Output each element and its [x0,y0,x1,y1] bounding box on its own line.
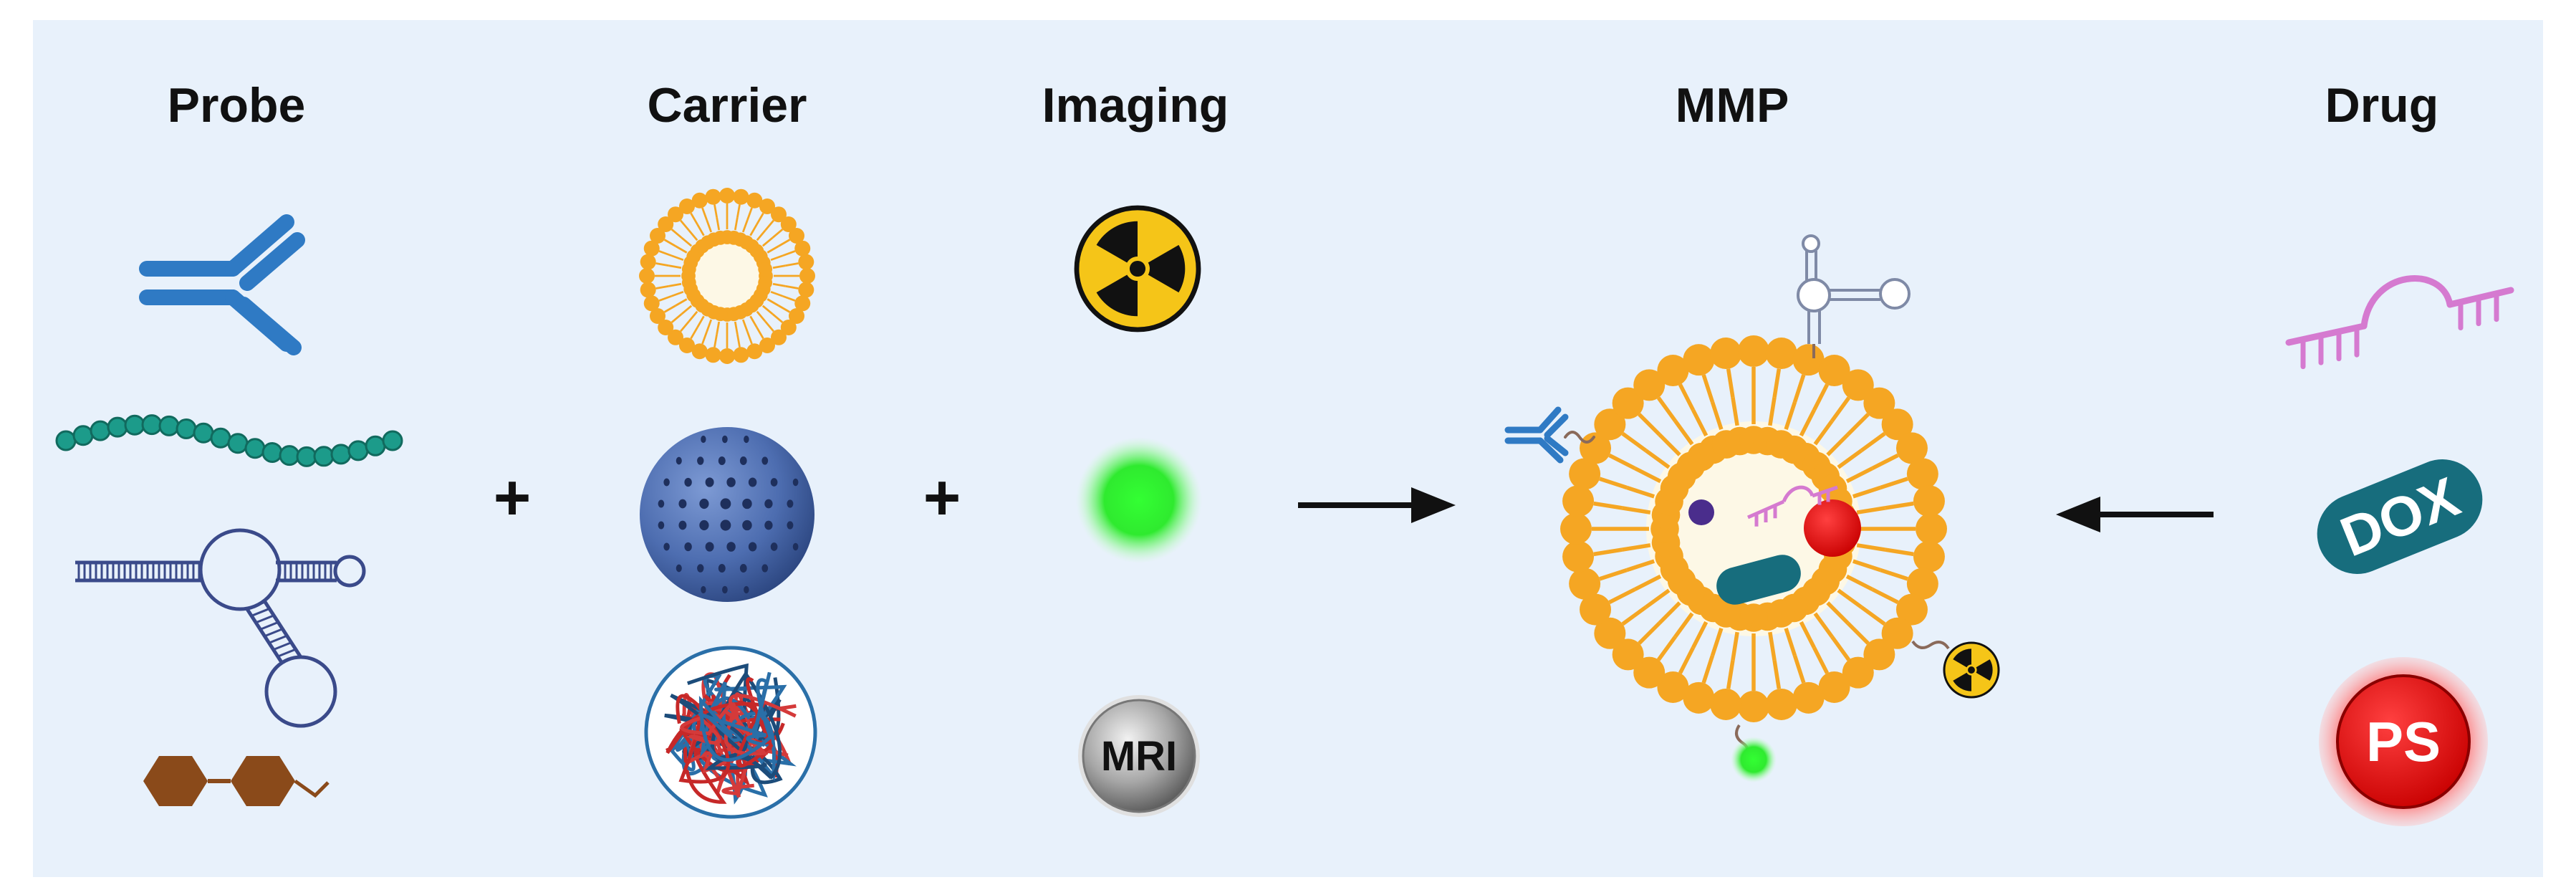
arrow-left [2056,497,2214,532]
porous-nanoparticle-icon [640,427,814,602]
liposome-icon [639,188,815,364]
mmp-dox-cargo [1716,555,1801,605]
header-imaging: Imaging [1042,78,1229,133]
mmp-small-molecule [1688,499,1714,525]
nucleic-acid-drug-icon [2285,275,2514,370]
photosensitizer-icon: PS [2319,657,2488,826]
plus-operator-1: + [494,462,532,534]
dox-capsule-icon: DOX [2317,459,2483,574]
figure-panel [33,20,2543,877]
header-drug: Drug [2325,78,2439,133]
mmp-liposome-shell [1560,335,1947,722]
mmp-photosensitizer-cargo [1804,499,1861,557]
antibody-icon [139,214,305,355]
ps-label: PS [2366,710,2441,773]
plus-operator-2: + [923,462,961,534]
fluorescence-icon [1076,437,1202,563]
mmp-radioactive-tag [1943,641,2000,699]
header-probe: Probe [168,78,306,133]
mmp-fluorescence-tag [1731,737,1777,782]
aptamer-icon [75,528,366,728]
mmp-nanoparticle [1504,234,2000,782]
peptide-chain-icon [55,414,403,467]
header-mmp: MMP [1676,78,1789,133]
mmp-linker [1911,640,1950,650]
mri-contrast-icon: MRI [1078,695,1200,817]
polymer-nanoparticle-icon [644,646,817,819]
radioactive-icon [1074,205,1201,332]
mri-label: MRI [1101,733,1177,780]
mmp-nucleic-acid-cargo [1746,485,1838,527]
mmp-antibody [1504,406,1595,464]
mmp-aptamer [1797,234,1911,358]
arrow-right [1298,487,1456,523]
polysaccharide-icon [143,756,330,806]
header-carrier: Carrier [647,78,807,133]
